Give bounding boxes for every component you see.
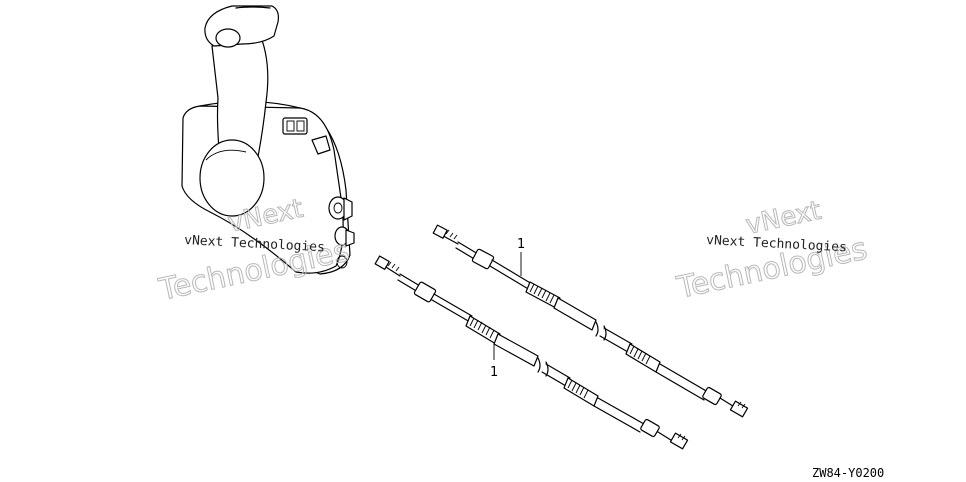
watermark-right-plain: vNext Technologies (706, 233, 847, 255)
upper-control-cable (432, 224, 749, 418)
callout-upper-cable: 1 (517, 237, 525, 252)
diagram-code: ZW84-Y0200 (812, 466, 884, 480)
watermark-right-line1: vNext (743, 196, 824, 241)
watermark-left-plain: vNext Technologies (184, 233, 325, 255)
lower-control-cable (374, 255, 689, 450)
callout-lower-cable: 1 (490, 365, 498, 380)
remote-control-box (181, 5, 355, 275)
watermark-right: vNext Technologies vNext Technologies (673, 195, 871, 306)
